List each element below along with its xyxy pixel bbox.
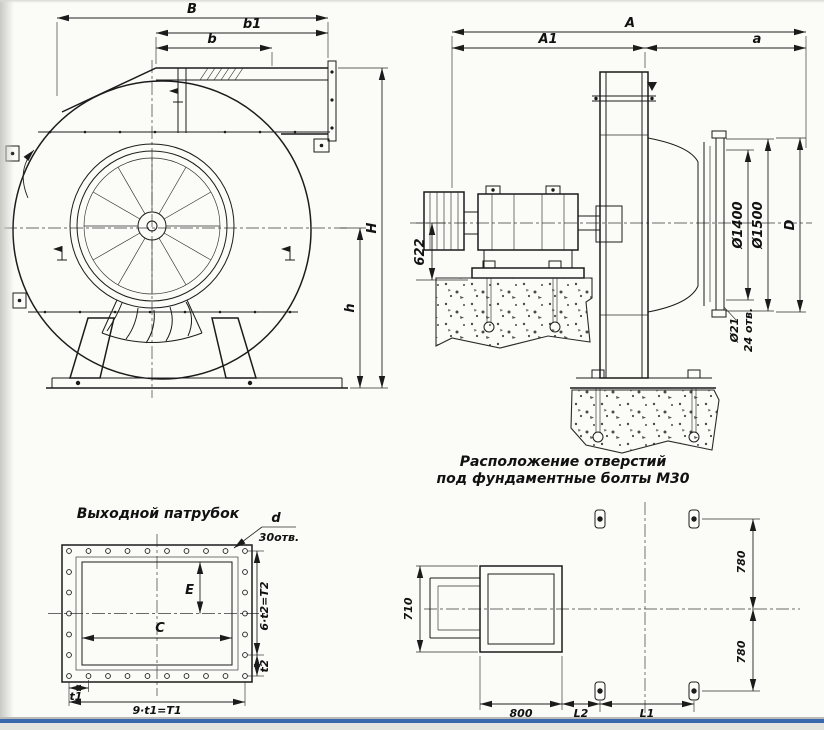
- scroll-casing: [12, 80, 312, 380]
- foundation-block: [435, 277, 593, 349]
- flange-bolt-holes: [66, 548, 248, 679]
- flange-holes-count: 30отв.: [259, 531, 299, 544]
- foundation-caption-line1: Расположение отверстий: [460, 454, 667, 470]
- flange-opening: [81, 561, 233, 666]
- dim-label-t1: t1: [70, 690, 83, 703]
- flange-title: Выходной патрубок: [77, 506, 240, 522]
- support-leg: [211, 317, 258, 379]
- dim-label-C: C: [155, 621, 165, 636]
- dim-label-B: B: [187, 2, 197, 17]
- dim-label-H: H: [365, 222, 380, 233]
- outlet-flange: [327, 60, 337, 142]
- dim-label-d: d: [271, 511, 281, 526]
- side-view: A A1 a 622 Ø1400 Ø1500 D Ø21 24 отв.: [410, 16, 812, 454]
- marker-triangle: [647, 82, 657, 91]
- dim-label-T1: 9·t1=T1: [132, 704, 181, 717]
- rotation-arrow: [22, 149, 35, 199]
- bottom-accent-bar: [0, 719, 824, 723]
- wheel-hub: [595, 205, 623, 243]
- bearing-housing: [477, 193, 579, 251]
- page-left-shadow: [0, 0, 14, 730]
- casing-profile: [599, 71, 649, 379]
- dim-label-A: A: [624, 16, 635, 31]
- dim-label-800: 800: [510, 707, 533, 720]
- pedestal-base: [471, 267, 585, 279]
- dim-label-L1: L1: [640, 707, 655, 720]
- dim-label-622: 622: [413, 238, 428, 265]
- wheel-spokes: [84, 158, 220, 294]
- inlet-ring: [69, 143, 235, 309]
- bottom-divider: [0, 717, 824, 719]
- machine-footprint: [479, 565, 563, 653]
- dim-label-h: h: [343, 303, 358, 312]
- front-view: B b1 b H h: [4, 2, 388, 398]
- dim-label-D: D: [783, 219, 798, 230]
- dim-label-d1400: Ø1400: [731, 201, 746, 249]
- dim-label-710: 710: [402, 597, 415, 620]
- dim-label-t2: t2: [258, 659, 271, 672]
- dim-label-780-bottom: 780: [735, 640, 748, 663]
- flange-outer: [61, 544, 253, 683]
- dim-label-A1: A1: [537, 32, 557, 47]
- callout-hole-count: 24 отв.: [742, 308, 755, 352]
- foundation-block: [570, 389, 720, 454]
- page-top-shadow: [0, 0, 824, 3]
- dim-label-E: E: [185, 583, 194, 598]
- impeller-blades-cutaway: [101, 299, 203, 344]
- foundation-plan-view: Расположение отверстий под фундаментные …: [402, 454, 800, 720]
- dim-label-d1500: Ø1500: [751, 201, 766, 249]
- dim-label-780-top: 780: [735, 550, 748, 573]
- foundation-caption-line2: под фундаментные болты М30: [436, 471, 689, 487]
- dim-label-T2: 6·t2=T2: [258, 581, 271, 630]
- dim-label-b: b: [207, 32, 216, 47]
- outlet-flange-view: Выходной патрубок d 30отв. E C 6·t2=T2 t…: [48, 506, 299, 717]
- dim-label-a: a: [753, 32, 762, 47]
- bottom-gray-strip: [0, 723, 824, 730]
- inlet-collector: [647, 137, 699, 313]
- callout-hole-diameter: Ø21: [728, 318, 741, 344]
- dim-label-b1: b1: [243, 17, 261, 32]
- dim-label-L2: L2: [574, 707, 589, 720]
